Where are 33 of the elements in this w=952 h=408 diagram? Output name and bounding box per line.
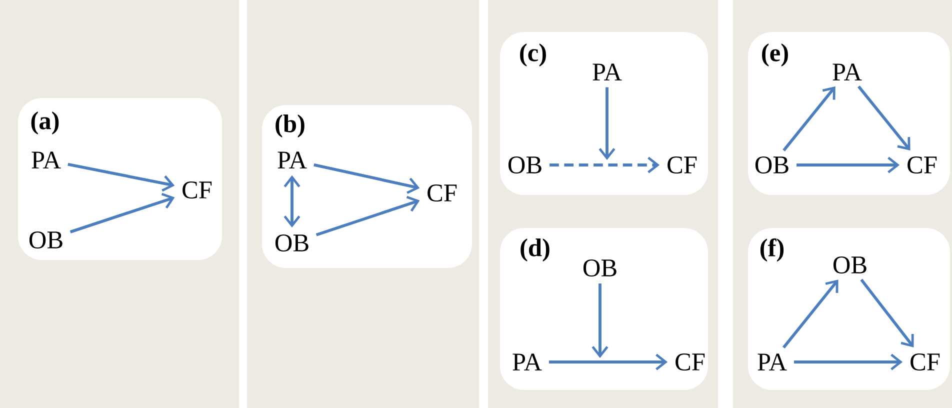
variable-label: CF	[908, 156, 937, 174]
variable-label: OB	[833, 256, 866, 274]
arrow	[860, 278, 914, 348]
variable-label: PA	[592, 64, 622, 80]
arrow	[68, 162, 175, 192]
variable-label: OB	[583, 260, 616, 277]
variable-label: CF	[910, 354, 940, 371]
variable-label: OB	[508, 156, 542, 174]
variable-label: OB	[275, 234, 308, 252]
arrow	[794, 354, 903, 370]
variable-label: OB	[29, 232, 62, 249]
arrow	[70, 192, 175, 234]
arrow	[857, 85, 910, 150]
arrow	[796, 156, 900, 174]
variable-label: CF	[676, 354, 705, 371]
variable-label: PA	[758, 354, 787, 370]
arrow	[592, 283, 608, 358]
variable-label: CF	[668, 156, 697, 174]
variable-label: PA	[32, 152, 61, 168]
variable-label: PA	[278, 152, 307, 168]
variable-label: PA	[512, 354, 542, 370]
variable-label: PA	[832, 64, 862, 80]
arrow	[598, 87, 616, 160]
variable-label: OB	[755, 156, 788, 174]
arrow	[550, 156, 660, 174]
variable-label: CF	[428, 184, 457, 202]
variable-label: CF	[182, 182, 212, 199]
arrow	[314, 163, 420, 194]
arrow	[316, 196, 420, 236]
arrow	[782, 86, 836, 152]
arrow	[782, 280, 838, 348]
arrow	[284, 175, 300, 228]
arrow	[548, 354, 668, 370]
